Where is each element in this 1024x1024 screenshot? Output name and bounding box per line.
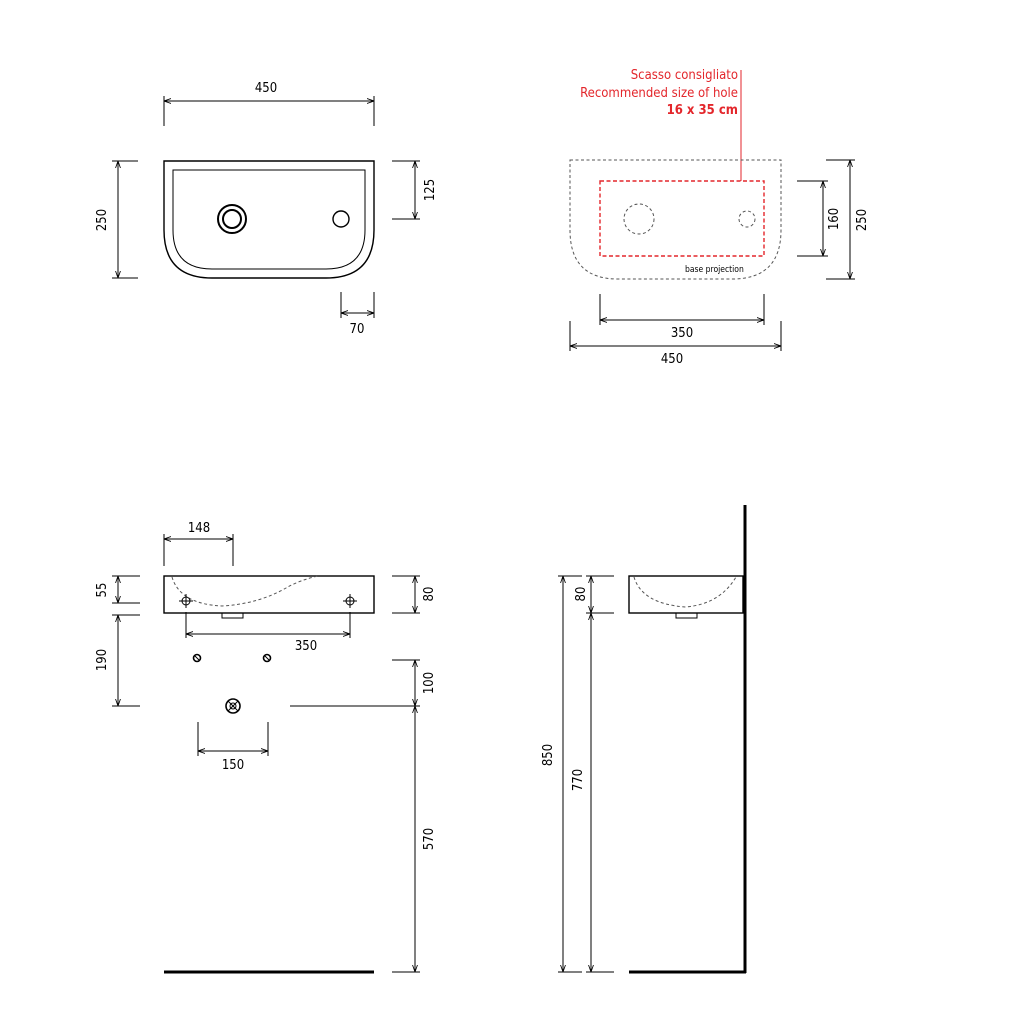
base-view: Scasso consigliato Recommended size of h… (569, 68, 870, 367)
total-depth-label: 250 (855, 209, 870, 231)
basin-outline (163, 160, 375, 279)
top-view: 450 250 125 70 (95, 81, 438, 337)
fixing-spacing-label: 350 (295, 639, 317, 654)
total-height-label: 850 (541, 744, 556, 766)
hole-width-label: 350 (671, 326, 693, 341)
floor-to-underside-label: 770 (571, 769, 586, 791)
floor-height-label: 570 (422, 828, 437, 850)
front-basin (163, 575, 375, 614)
depth-label: 250 (95, 209, 110, 231)
base-outline (569, 159, 782, 280)
screw-right-icon (262, 653, 272, 663)
fixing-right-icon (343, 594, 357, 608)
faucet-position-label: 148 (188, 521, 210, 536)
total-width-label: 450 (661, 352, 683, 367)
waste-outlet-icon (225, 698, 241, 714)
supply-spacing-label: 150 (222, 758, 244, 773)
waste-drop-label: 100 (422, 672, 437, 694)
drain-projection-icon (623, 203, 655, 235)
tap-hole-icon (332, 210, 350, 228)
front-height-label: 80 (422, 587, 437, 602)
hole-depth-label: 160 (827, 208, 842, 230)
recommended-hole (599, 180, 765, 257)
basin-depth-label: 55 (95, 583, 110, 598)
screw-left-icon (192, 653, 202, 663)
tap-projection-icon (738, 210, 756, 228)
drain-icon (217, 204, 247, 234)
front-view: 148 55 80 350 (95, 521, 437, 974)
side-basin (628, 575, 744, 614)
drain-offset-label: 70 (350, 322, 365, 337)
note-italian: Scasso consigliato (631, 68, 738, 83)
side-height-label: 80 (574, 587, 589, 602)
fixing-left-icon (179, 594, 193, 608)
note-size: 16 x 35 cm (667, 103, 738, 118)
faucet-offset-label: 125 (423, 179, 438, 201)
basin-inner (172, 169, 366, 270)
width-label: 450 (255, 81, 277, 96)
note-english: Recommended size of hole (580, 86, 738, 101)
projection-label: base projection (685, 265, 744, 275)
side-view: 850 80 770 (541, 505, 747, 974)
fixing-drop-label: 190 (95, 649, 110, 671)
